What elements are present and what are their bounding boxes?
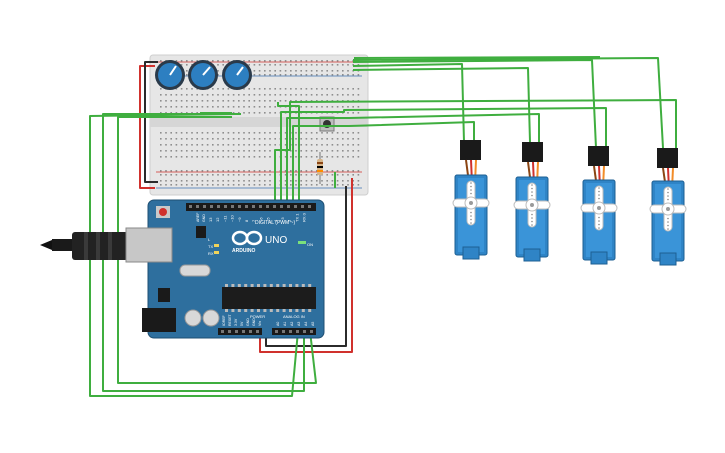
power-pin-label: GND	[246, 318, 250, 326]
digital-pin-label: RX 0	[302, 212, 307, 222]
analog-pin-label: A2	[290, 322, 294, 326]
digital-pin-label: 8	[244, 219, 249, 222]
digital-label: DIGITAL (PWM ~)	[255, 220, 295, 226]
power-pin-label: Vin	[258, 321, 262, 326]
servo-3[interactable]	[580, 146, 618, 265]
servo-4[interactable]	[649, 148, 687, 266]
brand-label: ARDUINO	[232, 248, 255, 254]
digital-pin-label: 2	[287, 219, 292, 222]
analog-pin-label: A1	[283, 322, 287, 326]
analog-pin-label: A5	[311, 322, 315, 326]
pushbutton[interactable]	[319, 116, 335, 132]
uno-label: UNO	[265, 235, 287, 246]
potentiometer-3[interactable]	[222, 60, 252, 90]
power-wires	[139, 61, 353, 353]
analog-header	[272, 328, 316, 335]
usb-cable	[40, 232, 128, 260]
signal-wires	[89, 56, 677, 397]
digital-header	[186, 203, 316, 211]
rx-label: RX	[208, 251, 214, 256]
digital-pin-label: ~6	[258, 217, 263, 222]
potentiometer-2[interactable]	[188, 60, 218, 90]
digital-pin-label: 4	[273, 219, 278, 222]
breadboard	[149, 54, 369, 196]
potentiometer-1[interactable]	[155, 60, 185, 90]
header-label: GND	[202, 214, 206, 222]
digital-pin-label: 12	[215, 217, 220, 222]
digital-pin-label: ~10	[230, 214, 235, 222]
analog-pin-label: A0	[276, 322, 280, 326]
on-label: ON	[307, 242, 313, 247]
analog-pin-label: A4	[304, 322, 308, 326]
power-label: POWER	[250, 314, 265, 319]
digital-pin-label: TX 1	[294, 213, 299, 222]
digital-pin-label: 7	[251, 219, 256, 222]
led-l-label: L	[208, 237, 211, 242]
digital-pin-label: ~3	[280, 217, 285, 222]
tx-label: TX	[208, 244, 213, 249]
power-header	[218, 328, 262, 335]
power-pin-label: 3.3V	[234, 318, 238, 326]
digital-pin-label: ~11	[222, 215, 227, 222]
servo-2[interactable]	[513, 142, 551, 262]
arduino-logo	[231, 230, 263, 246]
header-label: AREF	[196, 213, 200, 222]
analog-label: ANALOG IN	[283, 314, 305, 319]
servos	[452, 140, 687, 266]
servo-1[interactable]	[452, 140, 490, 260]
resistor	[317, 152, 323, 184]
power-pin-label: IOREF	[222, 315, 226, 326]
digital-pin-label: ~5	[266, 217, 271, 222]
digital-pin-label: 13	[208, 217, 213, 222]
analog-pin-label: A3	[297, 322, 301, 326]
power-pin-label: 5V	[240, 321, 244, 326]
digital-pin-label: ~9	[237, 217, 242, 222]
power-pin-label: GND	[252, 318, 256, 326]
arduino-uno[interactable]: DIGITAL (PWM ~) UNO ARDUINO POWER ANALOG…	[125, 199, 325, 339]
atmega-chip	[222, 284, 316, 312]
power-pin-label: RESET	[228, 313, 232, 326]
